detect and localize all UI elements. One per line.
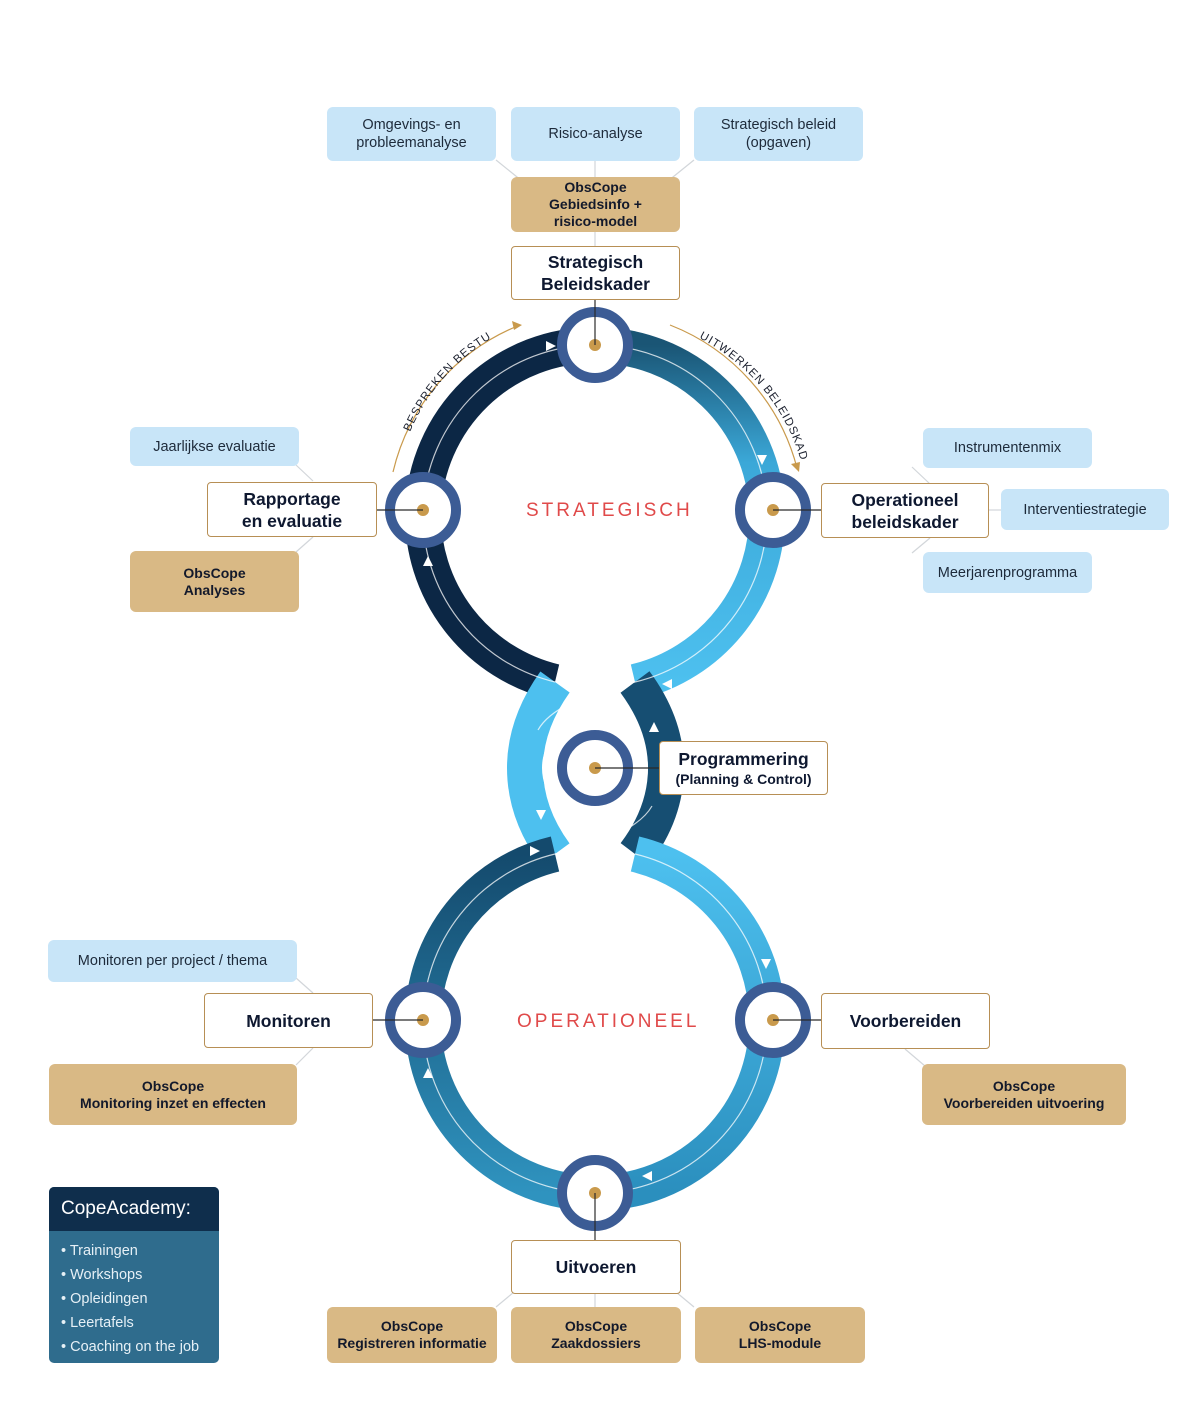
arrow-uitwerken-beleidskader [669, 324, 798, 469]
node-uitvoeren: Uitvoeren [511, 1240, 681, 1294]
legend-item: Trainingen [61, 1239, 219, 1263]
arrow-bespreken-bestuur [392, 324, 521, 473]
legend-item: Opleidingen [61, 1287, 219, 1311]
strategic-loop-label: STRATEGISCH [526, 500, 693, 521]
info-instrumentenmix: Instrumentenmix [923, 428, 1092, 468]
arrow-right-head [791, 462, 800, 472]
info-monitoren-per-project: Monitoren per project / thema [48, 940, 297, 982]
node-connectors [373, 300, 821, 1240]
legend-title: CopeAcademy: [49, 1187, 219, 1231]
info-risico: Risico-analyse [511, 107, 680, 161]
legend-list: Trainingen Workshops Opleidingen Leertaf… [49, 1231, 219, 1359]
info-jaarlijkse-evaluatie: Jaarlijkse evaluatie [130, 427, 299, 466]
info-interventiestrategie: Interventiestrategie [1001, 489, 1169, 530]
node-monitoren: Monitoren [204, 993, 373, 1048]
node-programmering: Programmering(Planning & Control) [659, 741, 828, 795]
copeacademy-legend: CopeAcademy: Trainingen Workshops Opleid… [49, 1187, 219, 1363]
arrow-left-label: BESPREKEN BESTUUR [0, 0, 494, 433]
info-strategisch-beleid: Strategisch beleid(opgaven) [694, 107, 863, 161]
legend-item: Leertafels [61, 1311, 219, 1335]
legend-item: Workshops [61, 1263, 219, 1287]
arrow-left-head [512, 321, 522, 330]
node-voorbereiden: Voorbereiden [821, 993, 990, 1049]
info-meerjarenprogramma: Meerjarenprogramma [923, 552, 1092, 593]
flow-arrowheads [423, 341, 771, 1181]
band-waist-left [506, 671, 570, 865]
operational-loop-label: OPERATIONEEL [517, 1011, 700, 1032]
legend-item: Coaching on the job [61, 1335, 219, 1359]
connector-lines [295, 159, 1002, 1308]
